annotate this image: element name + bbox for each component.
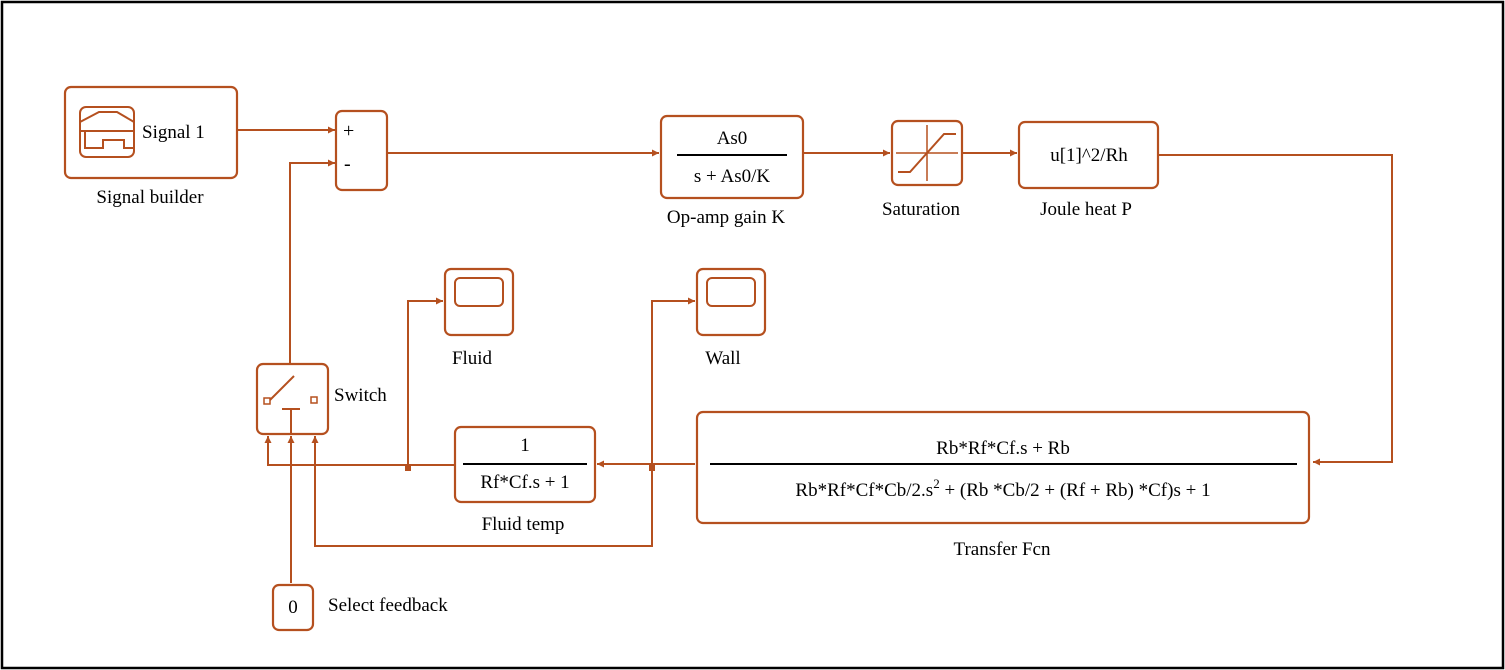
switch-caption: Switch xyxy=(334,385,387,406)
switch-icon xyxy=(263,375,318,433)
transfer-fcn-block[interactable]: Rb*Rf*Cf.s + Rb Rb*Rf*Cf*Cb/2.s2 + (Rb *… xyxy=(695,410,1311,525)
saturation-caption: Saturation xyxy=(882,199,961,220)
branch-point xyxy=(649,465,655,471)
wire-branch-to-wall[interactable] xyxy=(651,297,695,468)
switch-block[interactable] xyxy=(255,362,330,436)
scope-fluid-caption: Fluid xyxy=(452,348,493,369)
constant-value: 0 xyxy=(288,597,298,618)
fluid-temp-caption: Fluid temp xyxy=(482,514,565,535)
scope-wall-caption: Wall xyxy=(705,348,740,369)
scope-fluid-block[interactable] xyxy=(443,267,515,337)
fluid-temp-denominator: Rf*Cf.s + 1 xyxy=(480,472,569,493)
constant-block[interactable]: 0 xyxy=(271,583,315,632)
transfer-denominator: Rb*Rf*Cf*Cb/2.s2 + (Rb *Cb/2 + (Rf + Rb)… xyxy=(795,476,1210,501)
signal-builder-caption: Signal builder xyxy=(96,187,204,208)
wire-switch-to-sum[interactable] xyxy=(289,159,335,383)
wire-joule-to-transfer[interactable] xyxy=(1158,154,1393,466)
signal-lines xyxy=(237,126,1393,583)
signal-port-label: Signal 1 xyxy=(142,122,205,143)
scope-icon xyxy=(454,277,504,307)
wire-branch-to-fluid[interactable] xyxy=(407,297,443,468)
branch-point xyxy=(405,465,411,471)
sum-block[interactable]: + - xyxy=(334,109,389,192)
signal-builder-icon xyxy=(79,106,135,158)
opamp-gain-block[interactable]: As0 s + As0/K xyxy=(659,114,805,200)
scope-wall-block[interactable] xyxy=(695,267,767,337)
joule-heat-block[interactable]: u[1]^2/Rh xyxy=(1017,120,1160,190)
joule-expression: u[1]^2/Rh xyxy=(1050,145,1128,166)
sum-minus-sign: - xyxy=(344,153,351,175)
saturation-block[interactable] xyxy=(890,119,964,187)
saturation-icon xyxy=(896,125,958,181)
opamp-numerator: As0 xyxy=(717,128,748,149)
opamp-caption: Op-amp gain K xyxy=(667,207,785,228)
transfer-numerator: Rb*Rf*Cf.s + Rb xyxy=(936,438,1070,459)
transfer-fcn-caption: Transfer Fcn xyxy=(954,539,1051,560)
constant-caption: Select feedback xyxy=(328,595,448,616)
wire-branch-to-switch[interactable] xyxy=(311,436,653,547)
sum-plus-sign: + xyxy=(343,120,354,142)
fluid-temp-block[interactable]: 1 Rf*Cf.s + 1 xyxy=(453,425,597,504)
signal-builder-block[interactable]: Signal 1 xyxy=(63,85,239,180)
wire-fluidtemp-to-switch[interactable] xyxy=(264,436,455,466)
fluid-temp-numerator: 1 xyxy=(520,435,530,456)
joule-caption: Joule heat P xyxy=(1040,199,1132,220)
scope-icon xyxy=(706,277,756,307)
opamp-denominator: s + As0/K xyxy=(694,166,770,187)
